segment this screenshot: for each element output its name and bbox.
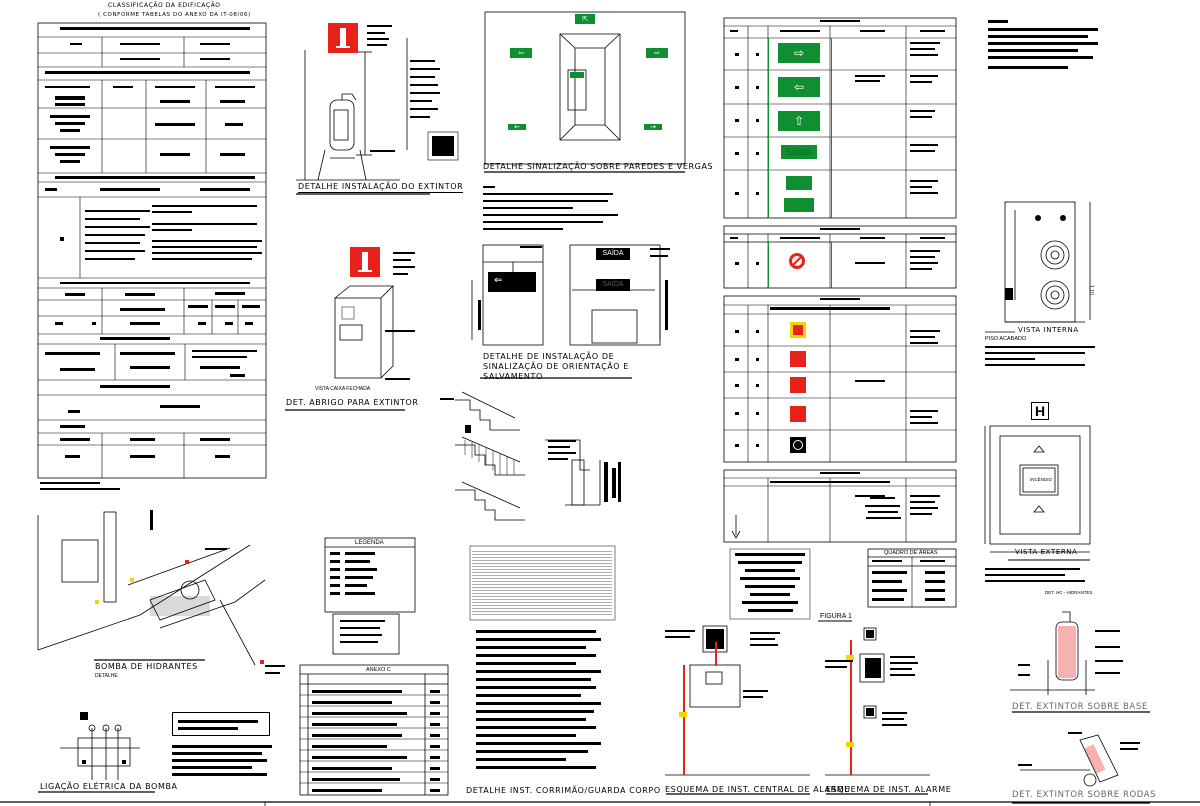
vista-interna-title: VISTA INTERNA xyxy=(1018,326,1079,334)
exit-left-icon: ⇐ xyxy=(488,272,536,292)
abrigo-view-label: VISTA CAIXA FECHADA xyxy=(315,386,371,392)
vista-externa-title: VISTA EXTERNA xyxy=(1015,548,1078,556)
rodas-title: DET. EXTINTOR SOBRE RODAS xyxy=(1012,790,1157,800)
det-hc-label: DET. HC - HIDRANTES xyxy=(1045,590,1093,595)
figura-label: FIGURA 1 xyxy=(820,613,852,620)
emergency-sign-1 xyxy=(786,176,812,190)
saida-sign-top: SAÍDA xyxy=(596,248,630,260)
alarm-panel-icon xyxy=(706,629,724,649)
alarme-title: ESQUEMA DE INST. ALARME xyxy=(826,785,952,794)
classification-subtitle: ( CONFORME TABELAS DO ANEXO DA IT-08/06) xyxy=(98,12,251,18)
fire-extinguisher-icon xyxy=(328,23,358,53)
fire-extinguisher-icon xyxy=(350,247,380,277)
fire-extinguisher-icon xyxy=(790,406,806,422)
fire-alarm-icon xyxy=(790,322,806,338)
exit-sign: ⇱ xyxy=(575,14,595,24)
orientacao-title: DETALHE DE INSTALAÇÃO DE SINALIZAÇÃO DE … xyxy=(483,352,629,381)
hose-reel-icon xyxy=(790,437,806,453)
floor-arrow-left: ← xyxy=(508,123,526,131)
fire-alarm-icon-2 xyxy=(790,351,806,367)
alarm-button-icon xyxy=(865,658,881,678)
floor-arrow-right: → xyxy=(644,123,662,131)
anexo-title: ANEXO C xyxy=(366,667,391,673)
classification-title: CLASSIFICAÇÃO DA EDIFICAÇÃO xyxy=(108,2,221,9)
hydrant-icon: H xyxy=(1031,402,1049,420)
bomba-title: BOMBA DE HIDRANTES xyxy=(95,662,198,671)
base-title: DET. EXTINTOR SOBRE BASE xyxy=(1012,702,1148,712)
ligacao-title: LIGAÇÃO ELÉTRICA DA BOMBA xyxy=(40,782,178,791)
saida-sign-box: SAÍDA xyxy=(596,279,630,291)
saida-green-sign: SAÍDA xyxy=(781,145,817,159)
extintor-title: DETALHE INSTALAÇÃO DO EXTINTOR xyxy=(298,182,464,193)
exit-left-icon: ⇦ xyxy=(778,77,820,97)
notes-text-block xyxy=(472,549,612,617)
bomba-subtitle: DETALHE xyxy=(95,673,118,679)
incendio-label: INCÊNDIO xyxy=(1030,477,1053,482)
abrigo-title: DET. ABRIGO PARA EXTINTOR xyxy=(286,398,419,407)
quadro-title: QUADRO DE ÁREAS xyxy=(884,550,938,556)
piso-label: PISO ACABADO xyxy=(985,336,1027,342)
fire-hose-icon xyxy=(790,377,806,393)
exit-door-sign xyxy=(570,72,584,78)
corrimao-title: DETALHE INST. CORRIMÃO/GUARDA CORPO xyxy=(466,786,661,795)
exit-right-icon: ⇨ xyxy=(778,43,820,63)
paredes-title: DETALHE SINALIZAÇÃO SOBRE PAREDES E VERG… xyxy=(483,162,714,171)
pump-icon xyxy=(150,596,210,616)
central-alarme-title: ESQUEMA DE INST. CENTRAL DE ALARME xyxy=(665,785,850,794)
no-smoking-icon xyxy=(789,253,805,269)
exit-right-icon: ⇨ xyxy=(646,48,668,58)
exit-left-icon: ⇦ xyxy=(510,48,532,58)
legenda-title: LEGENDA xyxy=(355,540,384,546)
emergency-sign-2 xyxy=(784,198,814,212)
exit-up-icon: ⇧ xyxy=(778,111,820,131)
fire-extinguisher-icon xyxy=(1058,626,1076,678)
hydrant-valve-icon xyxy=(1005,288,1013,300)
